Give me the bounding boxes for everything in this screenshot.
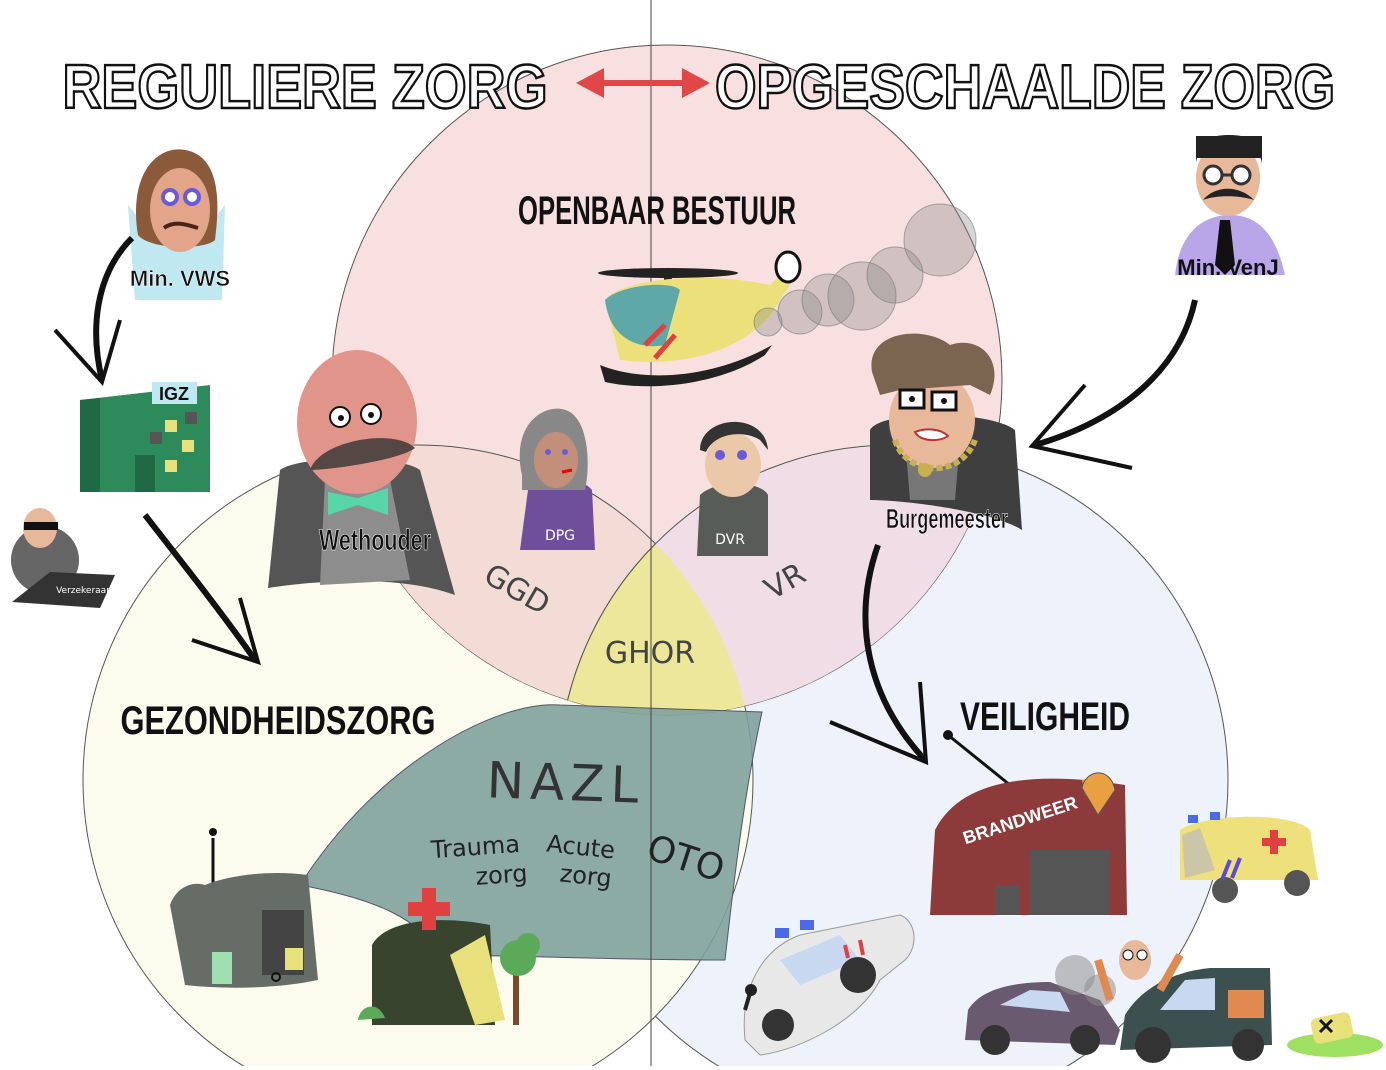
label-openbaar-bestuur: OPENBAAR BESTUUR (518, 189, 796, 233)
arrow-vws-igz-icon (53, 235, 135, 387)
arrow-burgemeester-veiligheid-icon (829, 544, 929, 766)
label-gezondheidszorg: GEZONDHEIDSZORG (121, 699, 436, 743)
ambulance-icon (1180, 812, 1318, 903)
dvr-figure (697, 421, 768, 556)
car-crash-icon (965, 940, 1272, 1063)
label-veiligheid: VEILIGHEID (960, 695, 1130, 739)
label-igz: IGZ (159, 384, 189, 404)
header-opgeschaalde-zorg: OPGESCHAALDE ZORG (715, 53, 1335, 122)
label-ghor: GHOR (605, 636, 695, 671)
burgemeester-figure (870, 333, 1022, 530)
dpg-figure (519, 408, 595, 550)
label-acute-2: zorg (559, 859, 614, 892)
label-nazl: NAZL (486, 751, 646, 814)
verzekeraar-figure (11, 508, 115, 608)
hospital-red-cross-icon (358, 888, 540, 1025)
label-dvr: DVR (715, 532, 745, 548)
hospital-building-icon (170, 828, 318, 988)
overlap-ggd (332, 444, 754, 715)
label-min-vws: Min. VWS (130, 266, 230, 291)
label-verzekeraar: Verzekeraar (56, 586, 110, 596)
chemical-spill-icon (1287, 1012, 1383, 1057)
police-car-icon (743, 914, 915, 1056)
min-venj-figure (1175, 135, 1285, 275)
arrow-igz-gezondheidszorg-icon (142, 513, 261, 666)
label-burgemeester: Burgemeester (886, 503, 1008, 534)
label-trauma-1: Trauma (429, 830, 521, 864)
label-wethouder: Wethouder (319, 524, 431, 557)
helicopter-icon (598, 250, 802, 387)
double-arrow-icon (576, 68, 710, 98)
wethouder-figure (268, 350, 455, 595)
min-vws-figure (128, 149, 225, 300)
smoke-icon (753, 203, 977, 337)
brandweer-building-icon: BRANDWEER (930, 730, 1127, 915)
arrow-venj-burgemeester-icon (1028, 299, 1198, 470)
igz-building-icon: IGZ (80, 382, 210, 492)
label-trauma-2: zorg (475, 859, 529, 891)
label-dpg: DPG (545, 528, 575, 544)
label-min-venj: Min. VenJ (1177, 255, 1278, 280)
header-reguliere-zorg: REGULIERE ZORG (63, 53, 548, 122)
